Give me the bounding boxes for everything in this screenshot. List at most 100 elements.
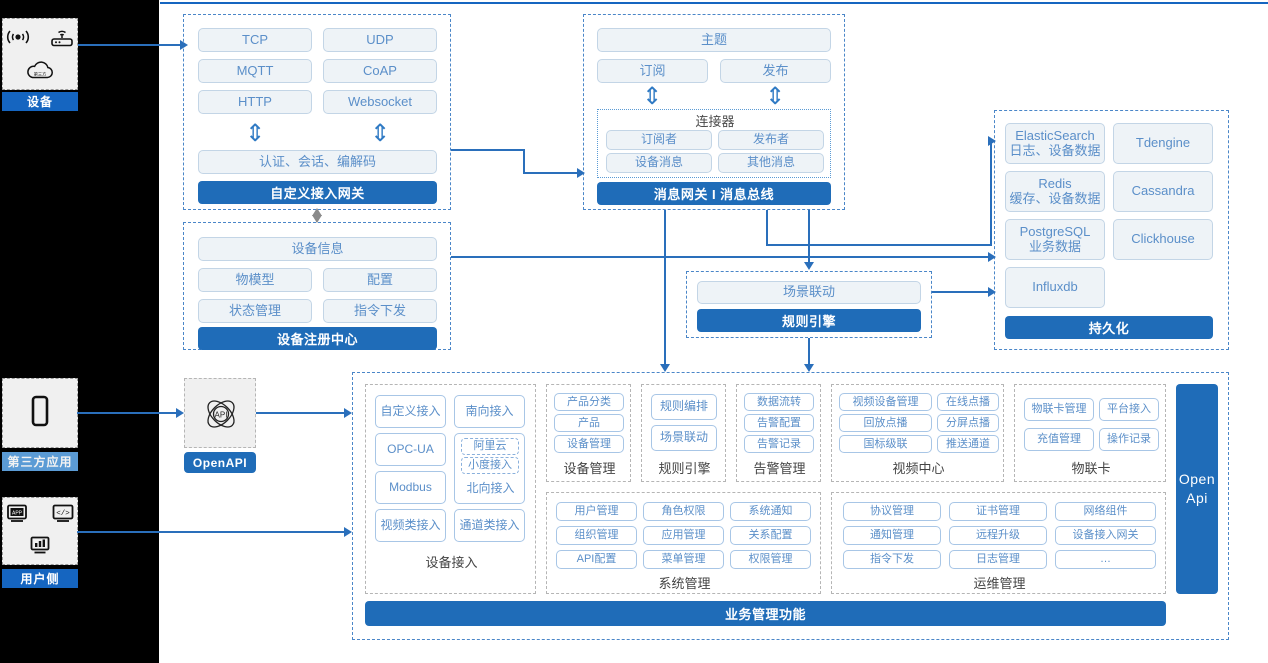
subscribe-pill[interactable]: 订阅 [597, 59, 708, 83]
store-influxdb[interactable]: Influxdb [1005, 267, 1105, 308]
store-elasticsearch[interactable]: ElasticSearch 日志、设备数据 [1005, 123, 1105, 164]
persistence-title[interactable]: 持久化 [1005, 316, 1213, 339]
message-gateway-title[interactable]: 消息网关 I 消息总线 [597, 182, 831, 205]
rule-engine-title[interactable]: 规则引擎 [697, 309, 921, 332]
line-device-to-gateway [78, 44, 182, 46]
caption-ops-management: 运维管理 [973, 575, 1026, 591]
store-redis[interactable]: Redis 缓存、设备数据 [1005, 171, 1105, 212]
item-notice-management[interactable]: 通知管理 [843, 526, 941, 545]
protocol-mqtt[interactable]: MQTT [198, 59, 312, 83]
rail-label-third-party: 第三方应用 [2, 452, 78, 471]
publish-pill[interactable]: 发布 [720, 59, 831, 83]
item-split-screen-vod[interactable]: 分屏点播 [937, 414, 999, 432]
item-platform-access[interactable]: 平台接入 [1099, 398, 1159, 421]
openapi-side-bar[interactable]: Open Api [1176, 384, 1218, 594]
item-command-issue[interactable]: 指令下发 [843, 550, 941, 569]
item-menu-management[interactable]: 菜单管理 [643, 550, 724, 569]
connector-device-message[interactable]: 设备消息 [606, 153, 712, 173]
item-scene-linkage[interactable]: 场景联动 [651, 425, 717, 451]
store-clickhouse[interactable]: Clickhouse [1113, 219, 1213, 260]
protocol-tcp[interactable]: TCP [198, 28, 312, 52]
item-product-category[interactable]: 产品分类 [554, 393, 624, 411]
router-icon [49, 26, 75, 53]
item-northbound-access[interactable]: 北向接入 [466, 481, 515, 496]
item-video-device-mgmt[interactable]: 视频设备管理 [839, 393, 932, 411]
item-channel-access[interactable]: 通道类接入 [454, 509, 525, 542]
item-modbus[interactable]: Modbus [375, 471, 446, 504]
item-api-config[interactable]: API配置 [556, 550, 637, 569]
store-tdengine[interactable]: Tdengine [1113, 123, 1213, 164]
item-role-permission[interactable]: 角色权限 [643, 502, 724, 521]
item-video-access[interactable]: 视频类接入 [375, 509, 446, 542]
store-name: ElasticSearch [1015, 127, 1095, 143]
item-device-access-gateway[interactable]: 设备接入网关 [1055, 526, 1156, 545]
app-icon: APP [5, 503, 29, 530]
config-pill[interactable]: 配置 [323, 268, 437, 292]
item-cert-management[interactable]: 证书管理 [949, 502, 1047, 521]
item-app-management[interactable]: 应用管理 [643, 526, 724, 545]
thing-model-pill[interactable]: 物模型 [198, 268, 312, 292]
item-online-vod[interactable]: 在线点播 [937, 393, 999, 411]
item-alarm-config[interactable]: 告警配置 [744, 414, 814, 432]
item-opc-ua[interactable]: OPC-UA [375, 433, 446, 466]
message-gateway-group: 主题 订阅 发布 ⇕ ⇕ 连接器 订阅者 发布者 设备消息 其他消息 消息网关 … [583, 14, 845, 210]
protocol-http[interactable]: HTTP [198, 90, 312, 114]
item-recharge-mgmt[interactable]: 充值管理 [1024, 428, 1094, 451]
svg-text:第三方: 第三方 [34, 70, 47, 77]
protocol-coap[interactable]: CoAP [323, 59, 437, 83]
item-permission-management[interactable]: 权限管理 [730, 550, 811, 569]
arrow-user-to-business [344, 527, 352, 537]
connector-publisher[interactable]: 发布者 [718, 130, 824, 150]
item-system-notice[interactable]: 系统通知 [730, 502, 811, 521]
business-management-title[interactable]: 业务管理功能 [365, 601, 1166, 626]
connector-subscriber[interactable]: 订阅者 [606, 130, 712, 150]
item-aliyun[interactable]: 阿里云 [461, 438, 519, 455]
custom-access-gateway-title[interactable]: 自定义接入网关 [198, 181, 437, 204]
store-name: Redis [1038, 175, 1072, 191]
line-openapi-to-business [256, 412, 346, 414]
status-mgmt-pill[interactable]: 状态管理 [198, 299, 312, 323]
connector-group: 连接器 订阅者 发布者 设备消息 其他消息 [597, 109, 831, 178]
command-issue-pill[interactable]: 指令下发 [323, 299, 437, 323]
item-remote-upgrade[interactable]: 远程升级 [949, 526, 1047, 545]
item-relation-config[interactable]: 关系配置 [730, 526, 811, 545]
item-network-component[interactable]: 网络组件 [1055, 502, 1156, 521]
connector-other-message[interactable]: 其他消息 [718, 153, 824, 173]
line-rule-to-business [808, 338, 810, 368]
line-gw-to-msg [523, 172, 581, 174]
topic-pill[interactable]: 主题 [597, 28, 831, 52]
caption-video-center: 视频中心 [892, 460, 945, 476]
store-postgresql[interactable]: PostgreSQL 业务数据 [1005, 219, 1105, 260]
device-registry-title[interactable]: 设备注册中心 [198, 327, 437, 350]
item-product[interactable]: 产品 [554, 414, 624, 432]
item-log-management[interactable]: 日志管理 [949, 550, 1047, 569]
item-rule-orchestration[interactable]: 规则编排 [651, 394, 717, 420]
item-xiaodu-access[interactable]: 小度接入 [461, 457, 519, 474]
item-custom-access[interactable]: 自定义接入 [375, 395, 446, 428]
item-device-management[interactable]: 设备管理 [554, 435, 624, 453]
persistence-group: ElasticSearch 日志、设备数据 Tdengine Redis 缓存、… [994, 110, 1229, 350]
item-push-channel[interactable]: 推送通道 [937, 435, 999, 453]
device-info-pill[interactable]: 设备信息 [198, 237, 437, 261]
item-southbound-access[interactable]: 南向接入 [454, 395, 525, 428]
item-playback-vod[interactable]: 回放点播 [839, 414, 932, 432]
item-alarm-record[interactable]: 告警记录 [744, 435, 814, 453]
protocol-websocket[interactable]: Websocket [323, 90, 437, 114]
item-protocol-management[interactable]: 协议管理 [843, 502, 941, 521]
item-user-management[interactable]: 用户管理 [556, 502, 637, 521]
updown-arrow-pub-icon: ⇕ [764, 83, 786, 110]
item-data-flow[interactable]: 数据流转 [744, 393, 814, 411]
item-org-management[interactable]: 组织管理 [556, 526, 637, 545]
item-more[interactable]: … [1055, 550, 1156, 569]
item-operation-record[interactable]: 操作记录 [1099, 428, 1159, 451]
arrow-down-registry [312, 215, 322, 223]
store-cassandra[interactable]: Cassandra [1113, 171, 1213, 212]
item-iot-card-mgmt[interactable]: 物联卡管理 [1024, 398, 1094, 421]
scene-linkage-pill[interactable]: 场景联动 [697, 281, 921, 304]
api-icon: API [197, 390, 245, 443]
openapi-card: API [184, 378, 256, 448]
protocol-udp[interactable]: UDP [323, 28, 437, 52]
openapi-label[interactable]: OpenAPI [184, 452, 256, 473]
item-gb-cascade[interactable]: 国标级联 [839, 435, 932, 453]
auth-session-codec[interactable]: 认证、会话、编解码 [198, 150, 437, 174]
